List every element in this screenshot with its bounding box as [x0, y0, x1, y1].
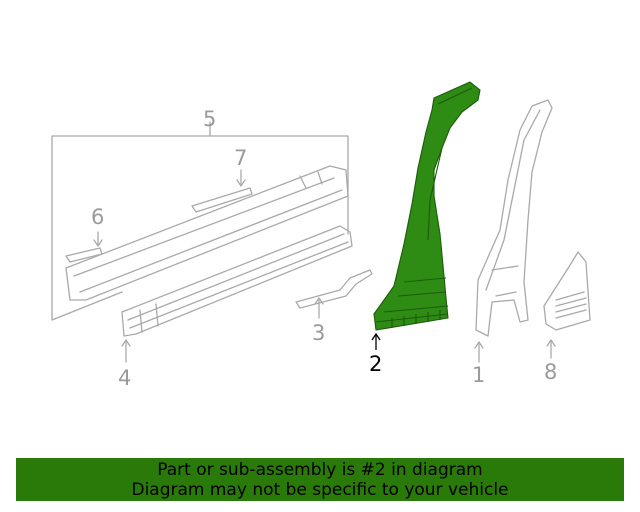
part-5-bracket — [51, 135, 349, 321]
part-2-pillar-highlighted — [373, 81, 481, 331]
callout-7[interactable]: 7 — [234, 146, 248, 170]
banner-line-part-number: Part or sub-assembly is #2 in diagram — [157, 460, 483, 480]
callout-4[interactable]: 4 — [118, 366, 132, 390]
callout-6[interactable]: 6 — [91, 205, 105, 229]
callout-8[interactable]: 8 — [544, 360, 558, 384]
callout-2[interactable]: 2 — [369, 352, 383, 376]
part-4-rocker — [121, 225, 353, 363]
inner-rocker-panel — [65, 165, 349, 301]
callout-5[interactable]: 5 — [203, 107, 217, 131]
callout-1[interactable]: 1 — [472, 363, 486, 387]
part-3-bracket — [295, 269, 373, 319]
part-1-pillar — [474, 99, 553, 363]
part-7-strip — [191, 169, 253, 213]
callout-3[interactable]: 3 — [312, 321, 326, 345]
part-6-strip — [65, 231, 103, 263]
banner-line-disclaimer: Diagram may not be specific to your vehi… — [131, 480, 509, 500]
part-8-panel — [543, 251, 591, 359]
disclaimer-banner: Part or sub-assembly is #2 in diagram Di… — [16, 458, 624, 501]
part-2-leader — [371, 332, 381, 350]
